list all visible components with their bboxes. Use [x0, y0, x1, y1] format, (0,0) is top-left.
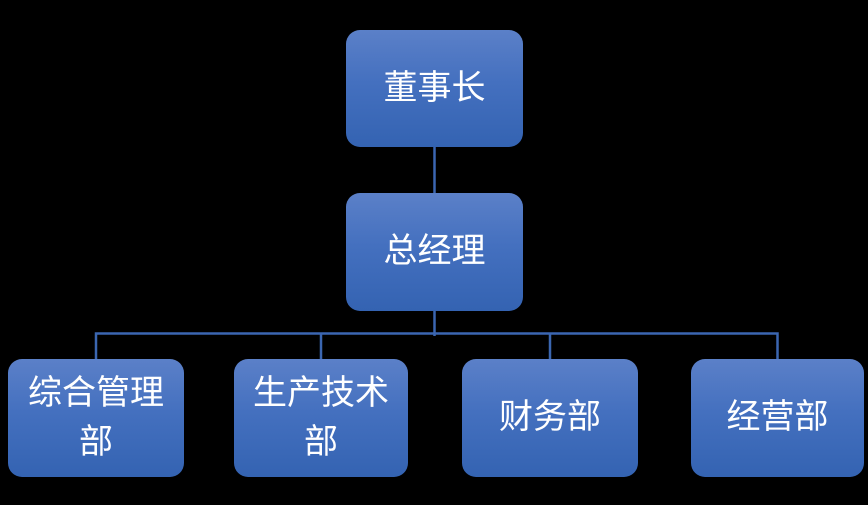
org-node-dept-finance: 财务部: [462, 359, 638, 477]
org-node-chairman: 董事长: [346, 30, 523, 147]
org-node-dept-finance-label: 财务部: [499, 397, 601, 438]
org-node-dept-production-tech: 生产技术 部: [234, 359, 408, 477]
org-node-general-manager-label: 总经理: [383, 231, 486, 272]
org-node-dept-general-admin: 综合管理 部: [8, 359, 184, 477]
org-node-chairman-label: 董事长: [383, 67, 486, 108]
org-node-dept-business: 经营部: [691, 359, 864, 477]
org-node-general-manager: 总经理: [346, 193, 523, 311]
org-node-dept-general-admin-label: 综合管理 部: [28, 372, 164, 462]
org-node-dept-business-label: 经营部: [726, 397, 829, 438]
org-node-dept-production-tech-label: 生产技术 部: [253, 372, 389, 462]
